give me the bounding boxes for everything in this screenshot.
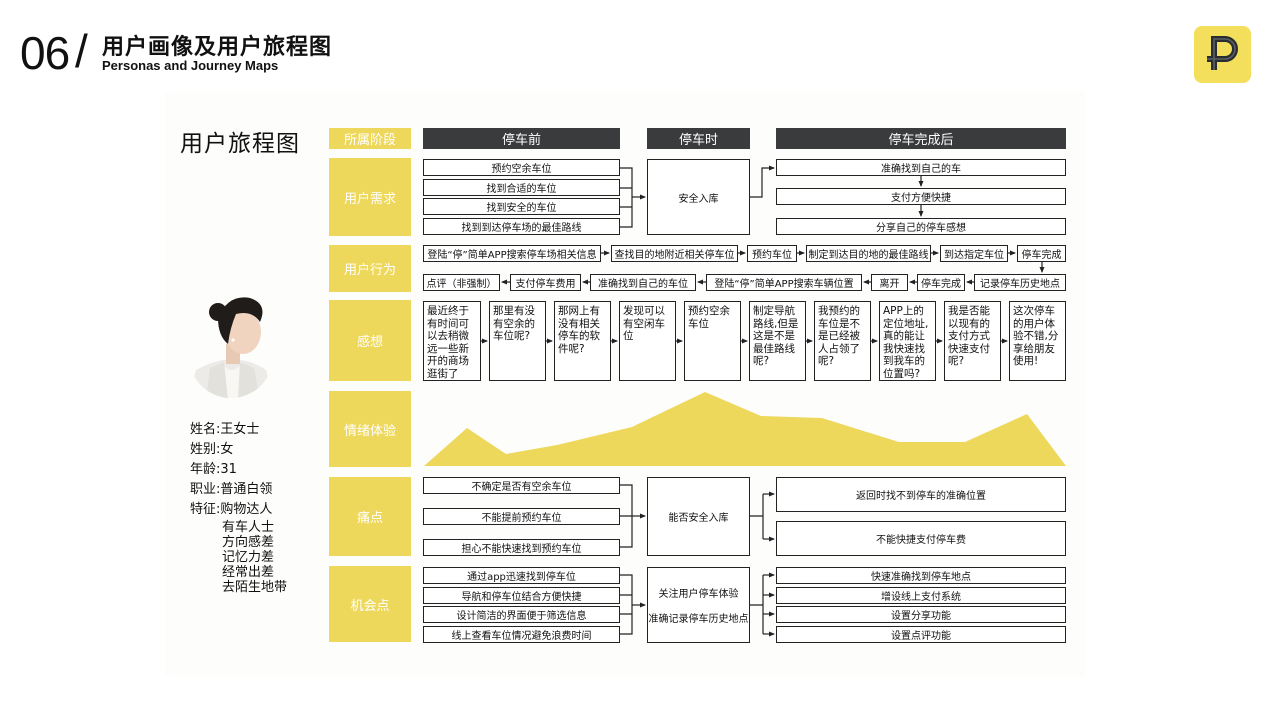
persona-trait: 经常出差 [222, 565, 275, 580]
action-step: 查找目的地附近相关停车位 [611, 245, 738, 262]
thought-card: APP上的定位地址,真的能让我快速找到我车的位置吗? [879, 301, 936, 381]
row-label-pain: 痛点 [329, 477, 411, 556]
row-label-thoughts: 感想 [329, 300, 411, 381]
action-step: 点评（非强制） [423, 274, 500, 291]
persona-trait: 方向感差 [222, 535, 275, 550]
row-label-opportunity: 机会点 [329, 566, 411, 642]
pain-item: 不确定是否有空余车位 [423, 477, 620, 494]
persona-job: 职业:普通白领 [190, 482, 273, 497]
pain-during: 能否安全入库 [647, 477, 750, 556]
thought-card: 那网上有没有相关停车的软件呢? [554, 301, 611, 381]
pain-after-item: 返回时找不到停车的准确位置 [776, 477, 1066, 512]
action-step: 记录停车历史地点 [974, 274, 1066, 291]
opportunity-after-item: 设置点评功能 [776, 626, 1066, 643]
need-after-item: 支付方便快捷 [776, 188, 1066, 205]
persona-profile: 姓名:王女士 姓别:女 年龄:31 职业:普通白领 特征:购物达人 有车人士 方… [190, 420, 287, 595]
opportunity-item: 线上查看车位情况避免浪费时间 [423, 626, 620, 643]
section-slash: / [75, 25, 88, 77]
action-step: 停车完成 [917, 274, 965, 291]
pain-after-item: 不能快捷支付停车费 [776, 521, 1066, 556]
action-step: 制定到达目的地的最佳路线 [806, 245, 931, 262]
avatar [188, 288, 274, 400]
page-subtitle: Personas and Journey Maps [102, 58, 279, 73]
action-step: 预约车位 [747, 245, 797, 262]
action-step: 登陆“停”简单APP搜索停车场相关信息 [423, 245, 601, 262]
need-item: 找到到达停车场的最佳路线 [423, 218, 620, 235]
persona-name: 姓名:王女士 [190, 422, 260, 437]
thought-card: 发现可以有空闲车位 [619, 301, 676, 381]
persona-trait: 记忆力差 [222, 550, 275, 565]
row-label-emotion: 情绪体验 [329, 391, 411, 467]
row-label-needs: 用户需求 [329, 158, 411, 236]
need-after-item: 分享自己的停车感想 [776, 218, 1066, 235]
opportunity-item: 导航和停车位结合方便快捷 [423, 587, 620, 604]
page-title: 用户画像及用户旅程图 [102, 35, 333, 60]
thought-card: 这次停车的用户体验不错,分享给朋友使用! [1009, 301, 1066, 381]
persona-age: 年龄:31 [190, 462, 237, 477]
need-after-item: 准确找到自己的车 [776, 159, 1066, 176]
action-step: 到达指定车位 [940, 245, 1008, 262]
persona-trait: 去陌生地带 [222, 580, 288, 595]
action-step: 停车完成 [1017, 245, 1066, 262]
opportunity-after-item: 设置分享功能 [776, 606, 1066, 623]
phase-during: 停车时 [647, 128, 750, 149]
phase-after: 停车完成后 [776, 128, 1066, 149]
opportunity-after-item: 快速准确找到停车地点 [776, 567, 1066, 584]
persona-gender: 姓别:女 [190, 442, 234, 457]
journey-map-title: 用户旅程图 [180, 131, 300, 157]
pain-item: 不能提前预约车位 [423, 508, 620, 525]
opportunity-during-line: 准确记录停车历史地点 [648, 614, 749, 625]
persona-trait: 有车人士 [222, 520, 275, 535]
opportunity-item: 通过app迅速找到停车位 [423, 567, 620, 584]
opportunity-after-item: 增设线上支付系统 [776, 587, 1066, 604]
opportunity-during-line: 关注用户停车体验 [658, 589, 739, 600]
thought-card: 我预约的车位是不是已经被人占领了呢? [814, 301, 871, 381]
action-step: 登陆“停”简单APP搜索车辆位置 [706, 274, 862, 291]
opportunity-item: 设计简洁的界面便于筛选信息 [423, 606, 620, 623]
need-item: 预约空余车位 [423, 159, 620, 176]
persona-traits: 特征:购物达人 [190, 502, 273, 517]
section-number: 06 [20, 27, 70, 79]
parking-p-logo-icon [1194, 26, 1251, 83]
opportunity-during: 关注用户停车体验 准确记录停车历史地点 [647, 567, 750, 643]
thought-card: 预约空余车位 [684, 301, 741, 381]
need-during: 安全入库 [647, 159, 750, 235]
row-label-stage: 所属阶段 [329, 128, 411, 149]
action-step: 离开 [871, 274, 908, 291]
action-step: 准确找到自己的车位 [590, 274, 696, 291]
need-item: 找到合适的车位 [423, 179, 620, 196]
action-step: 支付停车费用 [510, 274, 581, 291]
phase-before: 停车前 [423, 128, 620, 149]
thought-card: 最近终于有时间可以去稍微远一些新开的商场逛街了 [423, 301, 481, 381]
thought-card: 那里有没有空余的车位呢? [489, 301, 546, 381]
row-label-actions: 用户行为 [329, 245, 411, 292]
thought-card: 制定导航路线,但是这是不是最佳路线呢? [749, 301, 806, 381]
thought-card: 我是否能以现有的支付方式快速支付呢? [944, 301, 1001, 381]
need-item: 找到安全的车位 [423, 198, 620, 215]
pain-item: 担心不能快速找到预约车位 [423, 539, 620, 556]
